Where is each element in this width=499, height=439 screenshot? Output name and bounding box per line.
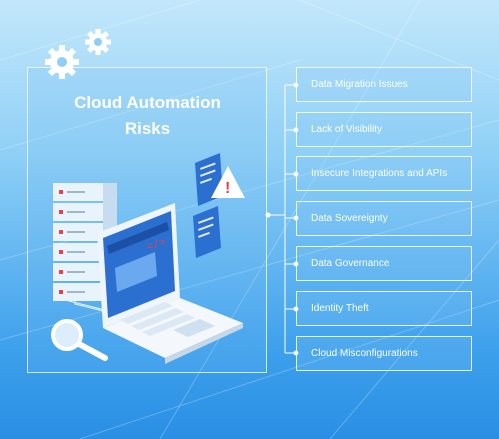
risk-item-identity-theft: Identity Theft [296,291,472,326]
alert-symbol: ! [225,180,230,197]
risk-label: Lack of Visibility [311,124,382,135]
risk-item-insecure-integrations: Insecure Integrations and APIs [296,156,472,191]
risk-label: Insecure Integrations and APIs [311,168,448,179]
risk-item-data-migration: Data Migration Issues [296,67,472,102]
title-line-2: Risks [124,119,171,138]
risk-label: Cloud Misconfigurations [311,348,418,359]
diagram-title: Cloud Automation Risks [40,90,255,142]
risk-label: Data Migration Issues [311,79,408,90]
warning-icon [211,166,245,198]
risk-item-lack-of-visibility: Lack of Visibility [296,112,472,147]
title-line-1: Cloud Automation [74,93,221,112]
risk-label: Identity Theft [311,303,369,314]
magnifier-icon [51,319,108,361]
cloud-illustration: </> ! [51,153,245,364]
risk-item-data-sovereignty: Data Sovereignty [296,201,472,236]
gear-icon [45,29,111,79]
document-icon [193,153,223,258]
risk-label: Data Governance [311,258,390,269]
connector-lines [265,82,299,356]
laptop-icon [97,203,243,364]
risk-item-cloud-misconfigurations: Cloud Misconfigurations [296,336,472,371]
risk-label: Data Sovereignty [311,213,388,224]
risk-item-data-governance: Data Governance [296,246,472,281]
